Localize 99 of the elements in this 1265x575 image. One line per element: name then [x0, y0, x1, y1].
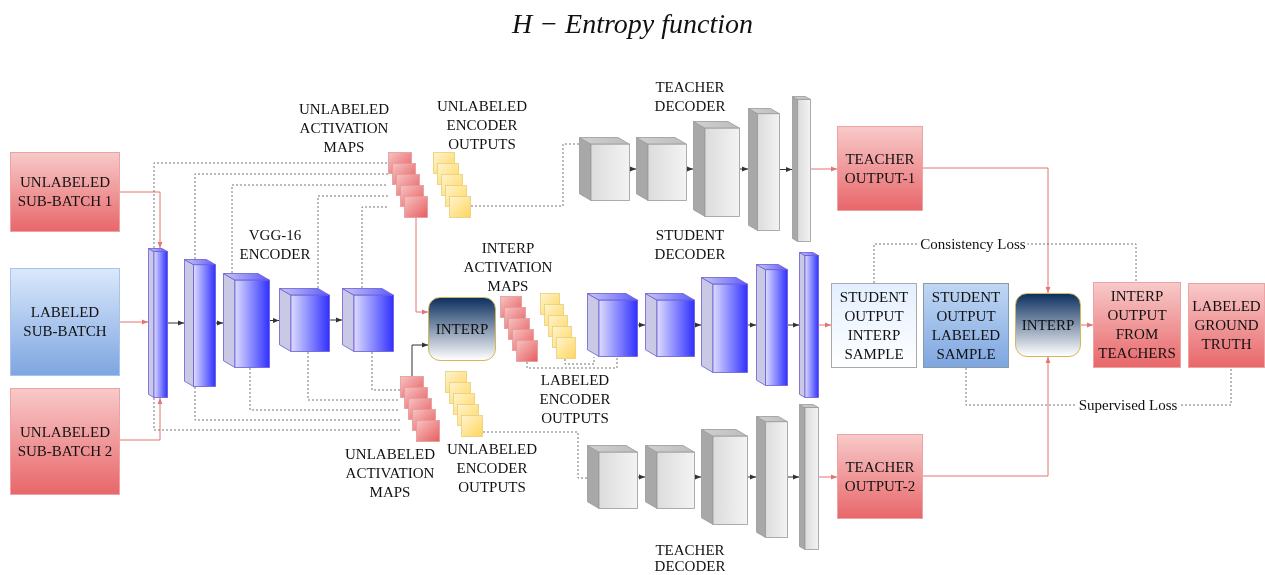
arrow [637, 322, 646, 328]
arrow [922, 167, 1051, 294]
dotted-connector [564, 356, 595, 365]
box-label: STUDENT OUTPUT INTERP SAMPLE [838, 287, 910, 364]
arrow [215, 320, 224, 326]
process-box [923, 283, 1009, 368]
arrow [922, 356, 1051, 477]
process-box [837, 126, 923, 211]
dotted-connector [194, 386, 401, 421]
arrow [119, 397, 163, 441]
section-label: TEACHER DECODER [653, 542, 727, 574]
layer-block [645, 293, 695, 357]
box-label: INTERP [434, 319, 490, 339]
process-box [10, 152, 120, 232]
layer-block [792, 96, 811, 242]
arrow [810, 166, 838, 172]
map-caption: UNLABELED ACTIVATION MAPS [298, 100, 390, 157]
arrow [787, 322, 800, 328]
process-box [837, 434, 923, 519]
arrow [119, 191, 163, 249]
process-box [10, 388, 120, 495]
map-caption: UNLABELED ENCODER OUTPUTS [436, 97, 528, 154]
map-caption: UNLABELED ENCODER OUTPUTS [446, 440, 538, 497]
layer-block [636, 137, 687, 201]
layer-block [748, 108, 780, 231]
layer-block [645, 445, 695, 509]
layer-block [756, 416, 788, 538]
box-label: LABELED SUB-BATCH [22, 303, 108, 341]
interp-box [1015, 293, 1081, 357]
diagram-title: H − Entropy function [511, 8, 754, 40]
layer-block [148, 248, 168, 398]
arrow [329, 317, 343, 323]
layer-block [799, 252, 819, 398]
interp-box [428, 297, 496, 361]
process-box [10, 268, 120, 376]
layer-block [701, 277, 748, 373]
dotted-connector [194, 173, 389, 260]
arrow [167, 320, 185, 326]
layer-block [579, 137, 630, 201]
arrow [818, 474, 838, 480]
feature-map-stack [445, 371, 483, 437]
arrow [686, 166, 694, 172]
dotted-connector [526, 356, 618, 369]
arrow [747, 322, 757, 328]
arrow [411, 342, 429, 377]
arrow [269, 318, 280, 323]
box-label: UNLABELED SUB-BATCH 2 [16, 422, 114, 461]
layer-block [756, 264, 788, 386]
feature-map-stack [388, 152, 428, 218]
section-label: VGG-16 ENCODER [238, 226, 312, 264]
dotted-connector [153, 397, 401, 431]
arrow [694, 322, 702, 328]
box-label: INTERP [1020, 315, 1076, 335]
arrow [1080, 322, 1094, 328]
layer-block [701, 429, 748, 525]
process-box [1188, 283, 1265, 368]
layer-block [342, 288, 394, 352]
dotted-connector [307, 351, 401, 401]
dotted-connector [361, 206, 389, 289]
feature-map-stack [400, 376, 440, 442]
dotted-connector [153, 162, 389, 249]
dotted-connector [470, 143, 580, 207]
arrow [694, 474, 702, 480]
box-label: TEACHER OUTPUT-1 [843, 149, 917, 188]
box-label: TEACHER OUTPUT-2 [843, 457, 917, 496]
arrow [629, 166, 637, 172]
layer-block [693, 121, 740, 217]
layer-block [799, 404, 819, 550]
section-label: TEACHER DECODER [653, 78, 727, 116]
layer-block [223, 273, 270, 368]
arrow [747, 474, 757, 480]
arrow [415, 217, 429, 315]
dotted-connector [371, 351, 401, 391]
box-label: LABELED GROUND TRUTH [1191, 297, 1262, 354]
arrow [739, 166, 749, 172]
arrow [119, 319, 149, 325]
section-label: STUDENT DECODER [653, 226, 727, 264]
process-box [831, 283, 917, 368]
map-caption: LABELED ENCODER OUTPUTS [538, 371, 612, 428]
dotted-connector [231, 184, 389, 274]
arrow [637, 474, 646, 480]
dotted-connector [482, 431, 588, 479]
layer-block [184, 259, 216, 387]
box-label: INTERP OUTPUT FROM TEACHERS [1097, 287, 1177, 363]
arrow [818, 322, 832, 328]
box-label: STUDENT OUTPUT LABELED SAMPLE [930, 287, 1002, 364]
layer-block [587, 445, 638, 509]
layer-block [587, 293, 638, 357]
box-label: UNLABELED SUB-BATCH 1 [16, 173, 114, 211]
map-caption: INTERP ACTIVATION MAPS [462, 239, 554, 296]
feature-map-stack [540, 293, 576, 359]
dotted-connector [317, 195, 389, 289]
dotted-connector [249, 367, 401, 411]
arrow [779, 167, 793, 172]
map-caption: UNLABELED ACTIVATION MAPS [344, 445, 436, 502]
layer-block [279, 288, 330, 352]
feature-map-stack [500, 296, 538, 362]
feature-map-stack [433, 152, 471, 218]
arrow [787, 474, 800, 480]
